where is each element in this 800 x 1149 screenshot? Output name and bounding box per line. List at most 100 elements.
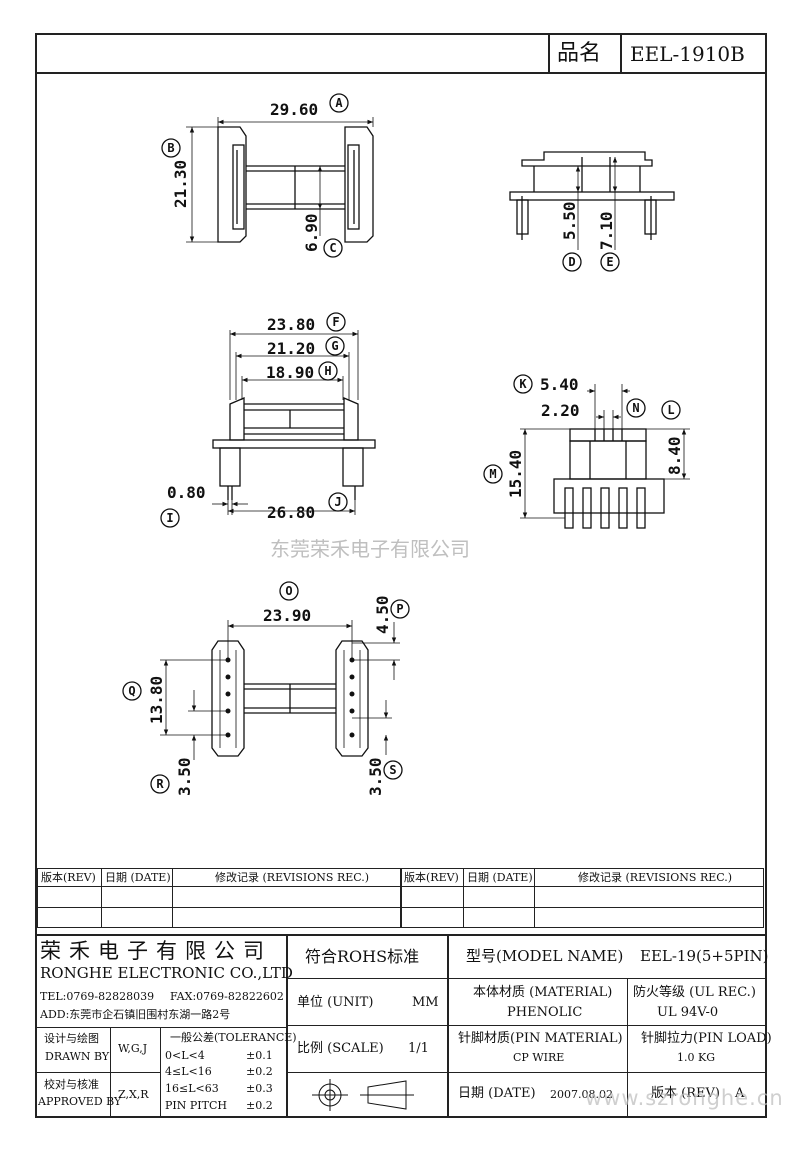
company-fax: FAX:0769-82822602 [170,990,284,1003]
company-tel: TEL:0769-82828039 [40,990,155,1003]
tolerance-value-1: ±0.1 [246,1049,273,1062]
marker-k-circle [513,374,533,394]
marker-j-circle [328,492,348,512]
marker-o-circle [279,581,299,601]
marker-r-circle [150,774,170,794]
dim-b: 21.30 [171,160,190,208]
dim-i: 0.80 [167,483,206,502]
technical-drawings: A B C D E F G H I J K L M N O P Q R S 29… [122,93,690,796]
marker-g: G [331,339,338,353]
marker-l-circle [661,400,681,420]
model-value: EEL-19(5+5PIN) [640,947,769,965]
marker-c: C [329,241,336,255]
marker-o: O [285,584,292,598]
rev-value: A [735,1086,745,1101]
revision-vrule-1 [101,868,102,928]
design-label-cn: 设计与绘图 [44,1032,99,1045]
pin-material-value: CP WIRE [513,1051,565,1064]
marker-g-circle [325,336,345,356]
rec-col-header: 修改记录 (REVISIONS REC.) [215,871,370,884]
part-number: EEL-1910B [630,42,745,66]
dim-d: 5.50 [560,201,579,240]
marker-b: B [167,141,174,155]
marker-h-circle [318,361,338,381]
title-block [35,934,767,1118]
marker-b-circle [161,138,181,158]
marker-f: F [332,315,339,329]
pin-material-label: 针脚材质(PIN MATERIAL) [458,1031,623,1046]
dim-g: 21.20 [267,339,315,358]
tolerance-value-3: ±0.3 [246,1082,273,1095]
design-value: W,G,J [118,1042,148,1055]
marker-f-circle [326,312,346,332]
revision-vrule-3 [400,868,402,928]
marker-a-circle [329,93,349,113]
dim-h: 18.90 [266,363,314,382]
marker-m: M [489,467,496,481]
tolerance-range-2: 4≤L<16 [165,1065,212,1078]
model-label: 型号(MODEL NAME) [466,947,624,965]
dim-n: 2.20 [541,401,580,420]
projection-symbol [312,1079,414,1111]
tolerance-range-4: PIN PITCH [165,1099,227,1112]
marker-j: J [334,495,341,509]
front-view [212,330,376,515]
dim-o: 23.90 [263,606,311,625]
marker-r: R [156,777,164,791]
marker-h: H [324,364,331,378]
marker-m-circle [483,464,503,484]
title-vrule-sign-2 [160,1027,161,1118]
scale-value: 1/1 [408,1041,429,1056]
rohs-compliance: 符合ROHS标准 [305,947,420,966]
side-view [509,151,675,250]
revision-vrule-5 [534,868,535,928]
fire-rating-label: 防火等级 (UL REC.) [633,985,756,1000]
drawing-frame [35,33,767,1118]
unit-label: 单位 (UNIT) [297,995,374,1010]
part-name-label: 品名 [557,41,602,66]
rev-col-header-2: 版本(REV) [404,871,459,884]
date-value: 2007.08.02 [550,1088,613,1101]
marker-i-circle [160,508,180,528]
bottom-view [160,620,400,760]
company-name-cn: 荣禾电子有限公司 [40,939,272,963]
dim-m: 15.40 [506,450,525,498]
marker-d-circle [562,252,582,272]
dim-p: 4.50 [373,595,392,634]
watermark-url: www.szronghe.cn [585,1086,784,1110]
title-vrule-left [286,934,288,1118]
fire-rating-value: UL 94V-0 [657,1005,719,1020]
rec-col-header-2: 修改记录 (REVISIONS REC.) [578,871,733,884]
pin-load-label: 针脚拉力(PIN LOAD) [641,1031,772,1046]
title-hrule-3 [286,1072,767,1073]
date-col-header: 日期 (DATE) [105,871,171,884]
title-vrule-right [627,978,628,1118]
material-value: PHENOLIC [507,1005,583,1020]
material-label: 本体材质 (MATERIAL) [473,985,613,1000]
tolerance-value-4: ±0.2 [246,1099,273,1112]
pin-load-value: 1.0 KG [677,1051,715,1064]
date-label: 日期 (DATE) [458,1086,536,1101]
marker-s: S [389,763,396,777]
title-hrule-left-2 [35,1072,160,1073]
title-vrule-mid [447,934,449,1118]
marker-n-circle [626,398,646,418]
company-name-en: RONGHE ELECTRONIC CO.,LTD [40,964,293,982]
marker-a: A [335,96,343,110]
marker-p-circle [390,599,410,619]
marker-e: E [606,255,613,269]
dim-r: 3.50 [175,757,194,796]
marker-s-circle [383,760,403,780]
tolerance-title: 一般公差(TOLERANCE) [170,1031,297,1044]
tolerance-range-3: 16≤L<63 [165,1082,219,1095]
dim-l: 8.40 [665,436,684,475]
title-hrule-1 [286,978,767,979]
dim-e: 7.10 [597,211,616,250]
dim-s: 3.50 [366,757,385,796]
revision-vrule-4 [463,868,464,928]
header-divider [620,33,622,74]
dim-f: 23.80 [267,315,315,334]
check-label-cn: 校对与核准 [44,1078,99,1091]
end-view [520,384,690,529]
title-hrule-2 [286,1025,767,1026]
